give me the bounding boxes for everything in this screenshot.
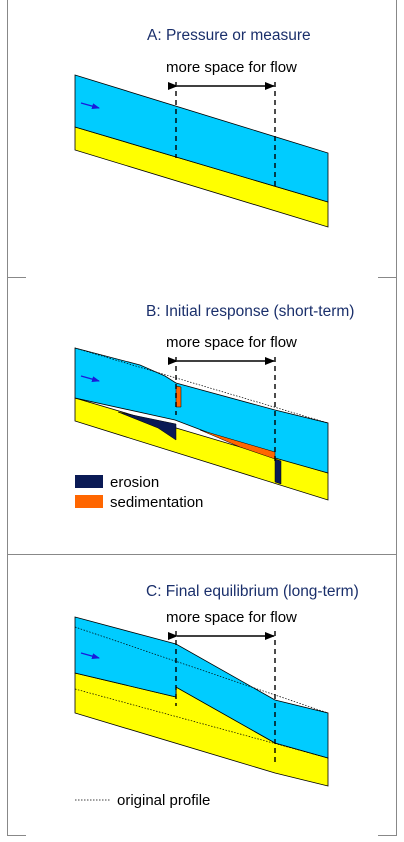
panel-c-flow-arrow	[80, 652, 100, 660]
panel-a-annotation: more space for flow	[166, 59, 297, 76]
panel-b-sedimentation-left	[175, 385, 182, 408]
panel-b-original-profile-line	[74, 347, 329, 424]
legend-erosion-label: erosion	[110, 474, 159, 491]
panel-a-flow-arrow	[80, 102, 100, 110]
panel-frame	[7, 0, 397, 836]
panel-a: A: Pressure or measure more space for fl…	[74, 27, 329, 228]
panel-c-annotation: more space for flow	[166, 609, 297, 626]
legend-erosion-swatch	[75, 475, 103, 488]
panel-b-erosion-downstream	[274, 458, 282, 485]
panel-c: C: Final equilibrium (long-term) more sp…	[74, 583, 359, 809]
panel-b-erosion-upstream	[117, 411, 177, 441]
panel-c-original-surface-line	[74, 626, 329, 714]
panel-b-annotation: more space for flow	[166, 334, 297, 351]
legend-sedimentation-label: sedimentation	[110, 494, 203, 511]
panel-a-water	[74, 74, 329, 203]
panel-b: B: Initial response (short-term) more sp…	[74, 303, 354, 511]
panel-b-title: B: Initial response (short-term)	[146, 303, 354, 320]
legend-original-profile-label: original profile	[117, 792, 210, 809]
panel-b-flow-arrow	[80, 375, 100, 383]
panel-c-title: C: Final equilibrium (long-term)	[146, 583, 359, 600]
legend-sedimentation-swatch	[75, 495, 103, 508]
panel-a-title: A: Pressure or measure	[147, 27, 311, 44]
